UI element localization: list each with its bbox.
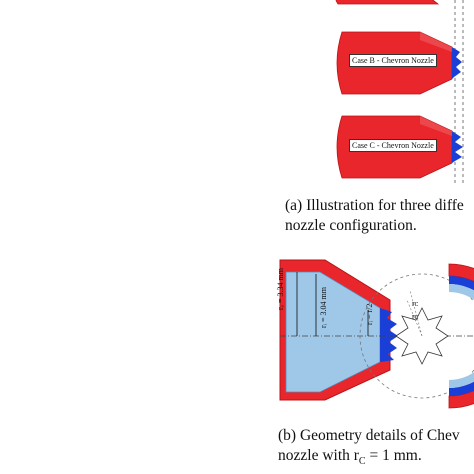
panel-a-drawing (335, 0, 464, 185)
rc-label-lower: rᴄ (412, 312, 419, 321)
panel-b: rₒ = 3.34 mm rᵢ = 3.04 mm rᵢ = r/2 rᴄ rᴄ… (0, 250, 474, 474)
dim-inner-label: rᵢ = 3.04 mm (319, 287, 328, 328)
case-b-label: Case B - Chevron Nozzle (349, 54, 437, 67)
case-c-label: Case C - Chevron Nozzle (349, 139, 437, 152)
nozzle-case-a (335, 0, 440, 5)
dim-ratio-label: rᵢ = r/2 (365, 303, 374, 325)
caption-b-subscript: C (358, 456, 366, 468)
caption-a-line1: (a) Illustration for three diffe (285, 197, 464, 214)
dim-outer-label: rₒ = 3.34 mm (276, 268, 285, 310)
caption-b-line1: (b) Geometry details of Chev (278, 427, 460, 444)
rc-label-upper: rᴄ (412, 299, 419, 308)
caption-a-line2: nozzle configuration. (285, 217, 417, 234)
caption-b-line2: nozzle with rC = 1 mm. (278, 446, 422, 471)
caption-b-line2-prefix: nozzle with r (278, 447, 359, 464)
caption-b-line2-suffix: = 1 mm. (365, 447, 422, 464)
geometry-drawing (279, 259, 474, 409)
chevron-teeth (380, 308, 398, 362)
chevron-cross-section (359, 263, 474, 409)
panel-a: Case B - Chevron Nozzle Case C - Chevron… (285, 0, 464, 234)
